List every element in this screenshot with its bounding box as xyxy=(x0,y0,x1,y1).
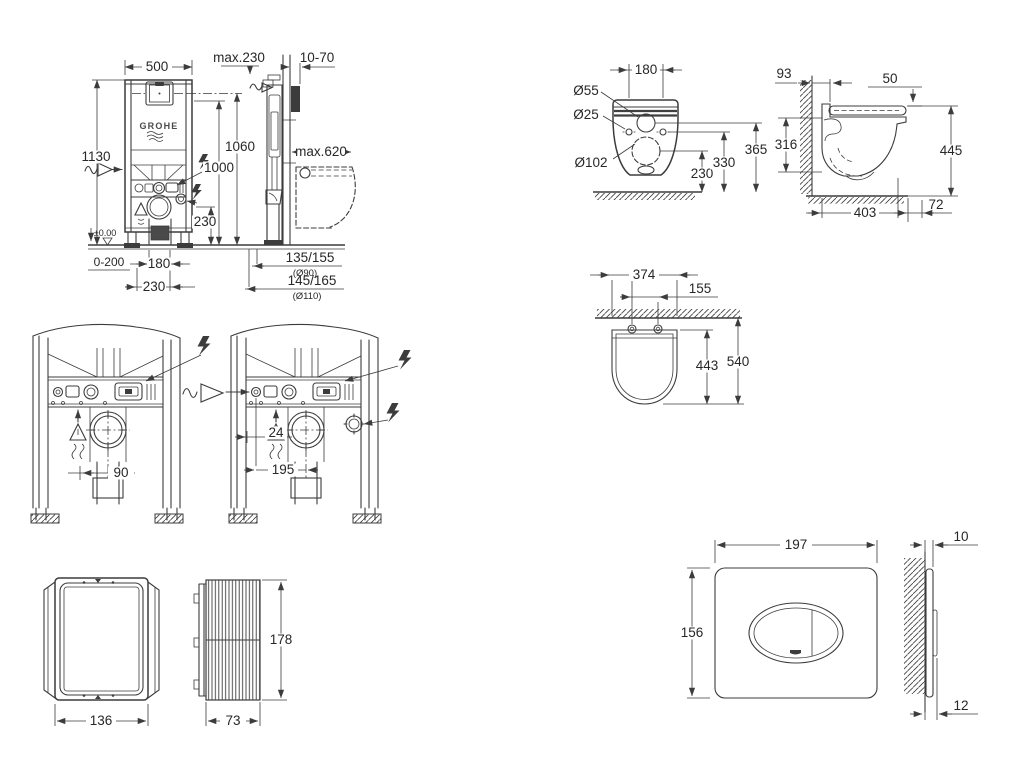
warning-triangle-icon xyxy=(134,201,148,216)
electric-bolt-icon xyxy=(398,350,412,370)
frame-front-view: GROHE 500 1130 1060 1000 230 ±0.00 0-200 xyxy=(79,59,345,294)
dim-flush-height: 365 xyxy=(745,142,768,157)
flush-plate-side-view: 10 12 xyxy=(904,529,978,720)
floor-hatch xyxy=(595,193,695,200)
dim-seat-height: 445 xyxy=(940,143,963,158)
dim-24: 24 xyxy=(268,425,284,440)
dim-back-height: 316 xyxy=(775,137,798,152)
dim-bowl-depth-top: 443 xyxy=(696,358,719,373)
plate-logo-mark xyxy=(790,650,801,655)
dim-90: 90 xyxy=(113,465,128,480)
dim-195: 195 xyxy=(272,462,295,477)
dim-box-height: 178 xyxy=(270,632,293,647)
electric-bolt-icon xyxy=(197,336,211,356)
dim-depth-max: max.620 xyxy=(295,144,347,159)
dim-bowl-width: 374 xyxy=(633,267,656,282)
dim-outlet-90-dia: (Ø90) xyxy=(293,268,317,279)
transition-wave-icon xyxy=(182,388,198,398)
transition-arrow-icon xyxy=(200,383,225,403)
dim-ceiling-max: max.230 xyxy=(213,50,265,65)
bowl-side-view: 93 50 316 445 403 72 xyxy=(772,66,965,222)
dim-bolt-dia: Ø25 xyxy=(573,107,599,122)
frame-detail-right: 24 195 xyxy=(225,324,412,523)
flush-plate-side-marker xyxy=(291,86,300,112)
dim-plate-range: 10-70 xyxy=(300,50,335,65)
dim-1060: 1060 xyxy=(225,139,255,154)
dim-plate-max-depth: 12 xyxy=(953,698,968,713)
dim-box-width: 136 xyxy=(90,713,113,728)
dim-seat-offset: 50 xyxy=(882,71,897,86)
electric-bolt-icon xyxy=(191,184,202,200)
dim-frame-width: 500 xyxy=(146,59,169,74)
shaft-box-front-view: 136 xyxy=(43,577,160,728)
wall-hatch xyxy=(904,558,925,694)
frame-detail-left: 90 xyxy=(31,324,225,523)
dim-outlet-height: 230 xyxy=(691,166,714,181)
grohe-logo-waves xyxy=(146,131,164,142)
dim-1000: 1000 xyxy=(204,160,234,175)
water-supply-icon xyxy=(249,83,263,91)
bowl-top-view: 374 155 443 540 xyxy=(590,267,752,405)
dim-180: 180 xyxy=(148,256,171,271)
dim-plate-min-depth: 10 xyxy=(953,529,968,544)
dim-bowl-depth: 403 xyxy=(854,205,877,220)
dim-feet-adjust: 0-200 xyxy=(94,255,125,269)
wall-hatch xyxy=(597,309,740,318)
wall-hatch xyxy=(800,80,812,194)
water-supply-icon xyxy=(84,165,98,175)
dim-bolt-spacing: 180 xyxy=(635,62,658,77)
dim-floor-level: ±0.00 xyxy=(94,228,116,238)
floor-hatch xyxy=(808,197,904,204)
flush-plate-front-view: 197 156 xyxy=(676,537,878,699)
dim-plate-height: 156 xyxy=(681,625,704,640)
dim-total-depth: 540 xyxy=(727,354,750,369)
frame-side-view: max.230 10-70 max.620 135/155 (Ø90) 145/… xyxy=(213,50,356,302)
dim-230-offset: 230 xyxy=(143,279,166,294)
dim-outlet-110: 145/165 xyxy=(288,273,337,288)
shaft-box-side-view: 73 178 xyxy=(193,579,296,728)
dim-frame-height: 1130 xyxy=(81,149,110,164)
dim-bolt-spacing-top: 155 xyxy=(689,281,712,296)
dim-box-depth: 73 xyxy=(225,713,240,728)
bowl-rear-view: Ø55 Ø25 Ø102 180 230 330 365 xyxy=(573,62,770,200)
dim-inwall-depth: 93 xyxy=(776,66,791,81)
dim-flush-dia: Ø55 xyxy=(573,83,599,98)
dim-drain-height: 230 xyxy=(194,214,217,229)
frame-detail-body xyxy=(229,324,381,523)
dim-outlet-dia: Ø102 xyxy=(574,155,607,170)
electric-bolt-icon xyxy=(386,403,400,423)
dim-front-clear: 72 xyxy=(928,197,943,212)
dim-bolt-height: 330 xyxy=(713,155,736,170)
frame-detail-body xyxy=(31,324,183,523)
dim-outlet-90: 135/155 xyxy=(286,250,335,265)
dim-plate-width: 197 xyxy=(785,537,808,552)
dim-outlet-110-dia: (Ø110) xyxy=(293,291,322,302)
grohe-logo: GROHE xyxy=(139,121,178,131)
